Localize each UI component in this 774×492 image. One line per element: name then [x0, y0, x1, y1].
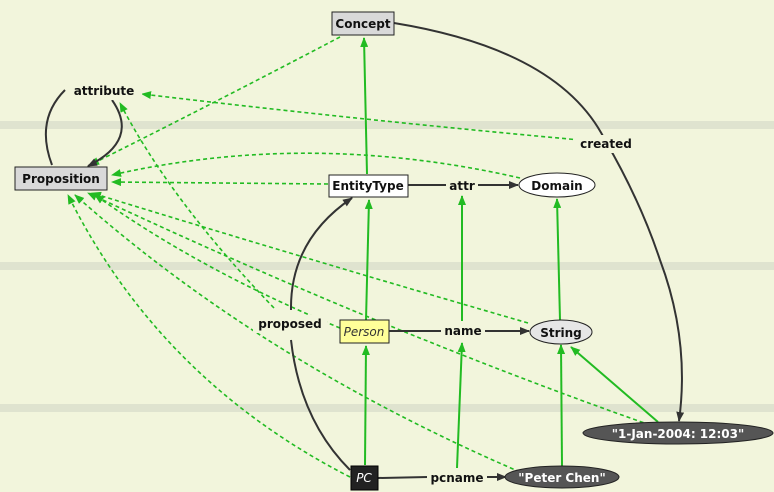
edge-pc-person [361, 345, 370, 466]
node-pc[interactable]: PC [350, 465, 379, 491]
isa-edges [360, 37, 659, 469]
instanceof-edges [67, 36, 651, 478]
edge-date-proposition [87, 192, 651, 426]
background-band [0, 121, 774, 129]
node-date[interactable]: "1-Jan-2004: 12:03" [582, 421, 774, 445]
edge-pc-proposed [290, 339, 351, 471]
edge-person-entitytype [364, 199, 373, 321]
edge-entitytype-concept [360, 37, 369, 175]
string-label: String [540, 326, 582, 340]
edge-attribute-proposition-loop [87, 99, 123, 167]
edge-string-proposition [91, 191, 529, 324]
node-proposition[interactable]: Proposition [14, 166, 108, 191]
background-band [0, 262, 774, 270]
person-label: Person [344, 325, 385, 339]
edge-concept-created-date [393, 22, 685, 422]
node-peterchen[interactable]: "Peter Chen" [504, 465, 620, 489]
edge-date-string [570, 346, 659, 423]
edge-entitytype-proposition [111, 178, 329, 187]
node-pcname[interactable]: pcname [427, 469, 487, 486]
node-attribute[interactable]: attribute [66, 82, 142, 100]
date-label: "1-Jan-2004: 12:03" [612, 427, 745, 441]
edge-domain-proposition [111, 152, 521, 179]
domain-label: Domain [531, 179, 582, 193]
node-attr[interactable]: attr [446, 177, 478, 194]
attribute-label: attribute [74, 84, 135, 98]
entitytype-label: EntityType [332, 179, 403, 193]
proposition-label: Proposition [22, 172, 100, 186]
edge-pc-proposition [67, 194, 351, 478]
node-domain[interactable]: Domain [518, 172, 596, 198]
concept-label: Concept [335, 17, 390, 31]
peterchen-label: "Peter Chen" [518, 471, 605, 485]
node-person[interactable]: Person [339, 319, 390, 344]
pcname-label: pcname [431, 471, 484, 485]
edge-pcname-name [456, 342, 466, 469]
node-proposed[interactable]: proposed [253, 315, 327, 333]
node-name[interactable]: name [441, 322, 485, 340]
created-label: created [580, 137, 632, 151]
edge-proposed-entitytype [289, 197, 353, 311]
edge-proposition-attribute-loop [44, 89, 66, 166]
node-concept[interactable]: Concept [331, 11, 395, 36]
edge-peterchen-string [557, 344, 566, 467]
pc-label: PC [356, 471, 372, 485]
attr-label: attr [449, 179, 475, 193]
edge-peterchen-proposition [74, 194, 521, 473]
node-entitytype[interactable]: EntityType [328, 174, 409, 198]
proposed-label: proposed [258, 317, 321, 331]
edge-person-proposition [94, 194, 341, 329]
edge-concept-proposition [89, 36, 341, 166]
node-string[interactable]: String [529, 319, 593, 345]
edge-proposed-attribute [119, 102, 275, 309]
node-created[interactable]: created [575, 135, 637, 153]
attribute-edges [44, 22, 685, 481]
name-label: name [444, 324, 481, 338]
edge-string-domain [553, 198, 562, 321]
edge-created-attribute [141, 91, 581, 141]
edge-pc-pcname [377, 476, 429, 479]
